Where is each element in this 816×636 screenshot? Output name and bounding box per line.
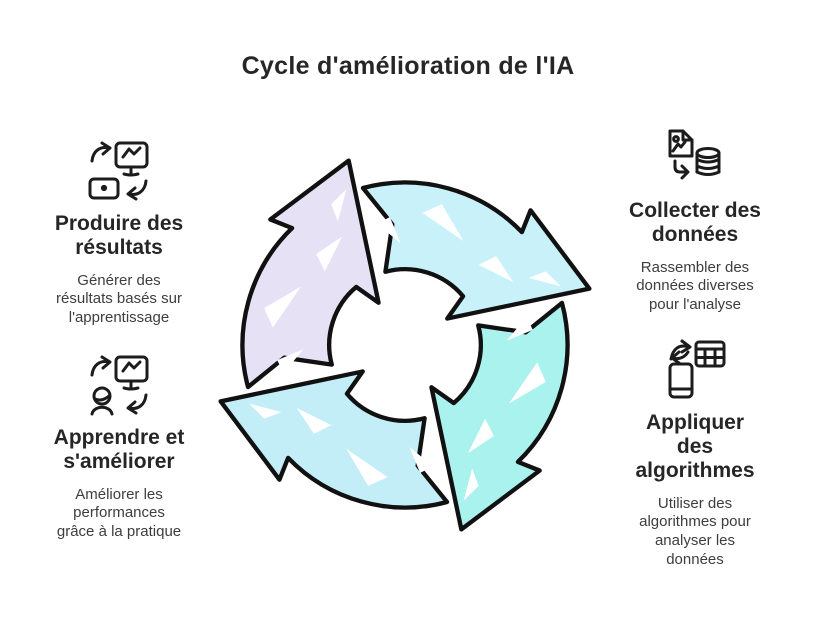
cycle-diagram: [210, 150, 600, 540]
phone-table-sync-icon: [663, 339, 727, 401]
cycle-arrow-bottom-right: [429, 300, 570, 532]
step-apply-heading: Appliquer des algorithmes: [635, 411, 755, 482]
cycle-arrow-bottom-left: [218, 369, 450, 510]
phone-table-sync-glyph: [668, 339, 726, 399]
step-produce: Produire des résultats Générer des résul…: [28, 140, 210, 328]
page-title: Cycle d'amélioration de l'IA: [241, 52, 575, 80]
screens-sync-glyph: [88, 141, 149, 201]
cycle-arrow-top-right: [360, 180, 592, 321]
step-apply: Appliquer des algorithmes Utiliser des a…: [604, 339, 786, 569]
step-learn-heading: Apprendre et s'améliorer: [53, 426, 185, 473]
image-to-database-glyph: [668, 129, 721, 180]
step-collect-description: Rassembler des données diverses pour l'a…: [636, 258, 754, 314]
step-apply-description: Utiliser des algorithmes pour analyser l…: [639, 494, 751, 568]
step-learn-description: Améliorer les performances grâce à la pr…: [56, 485, 182, 541]
person-monitor-sync-glyph: [90, 355, 149, 416]
screens-sync-icon: [87, 140, 151, 202]
image-to-database-icon: [663, 127, 727, 189]
person-monitor-sync-icon: [87, 354, 151, 416]
step-produce-heading: Produire des résultats: [54, 212, 184, 259]
step-collect-heading: Collecter des données: [629, 199, 761, 246]
step-collect: Collecter des données Rassembler des don…: [604, 127, 786, 315]
step-learn: Apprendre et s'améliorer Améliorer les p…: [28, 354, 210, 542]
cycle-arrow-top-left: [240, 158, 381, 390]
step-produce-description: Générer des résultats basés sur l'appren…: [56, 271, 182, 327]
